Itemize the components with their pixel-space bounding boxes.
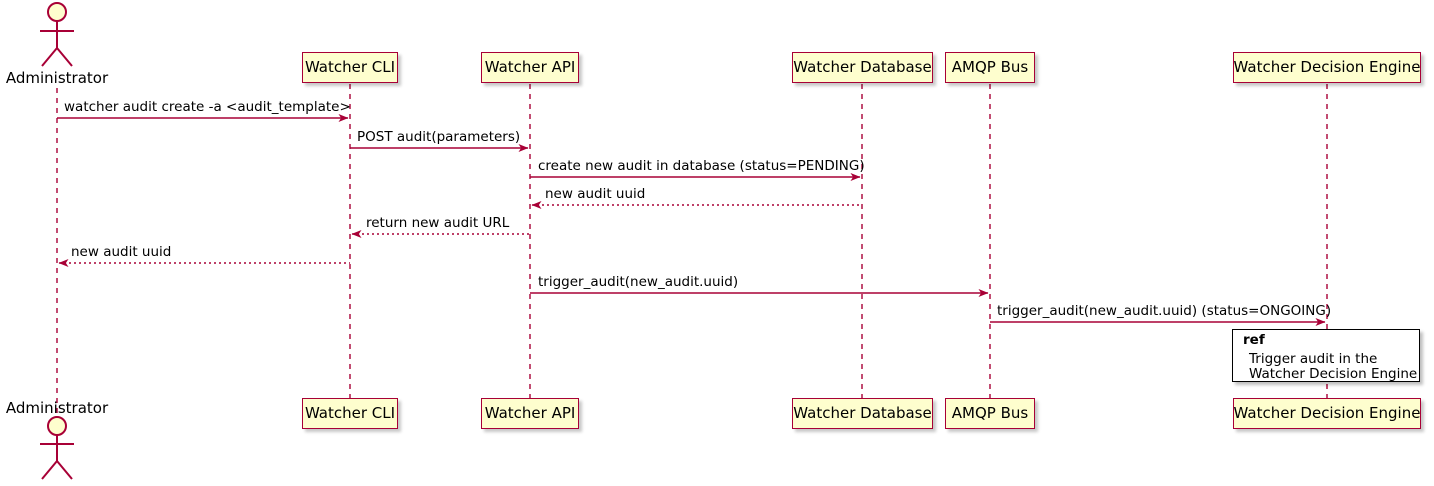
- message-label-watcher-audit-create: watcher audit create -a <audit_template>: [64, 99, 351, 115]
- message-label-new-audit-uuid-cli: new audit uuid: [71, 244, 172, 260]
- actor-figure-top: [40, 2, 74, 67]
- participant-watcher-cli-top[interactable]: Watcher CLI: [302, 52, 398, 83]
- ref-fragment-box: [1232, 329, 1420, 382]
- message-label-new-audit-uuid-db: new audit uuid: [545, 186, 646, 202]
- participant-amqp-bus-top[interactable]: AMQP Bus: [945, 52, 1035, 83]
- messages-group: [57, 114, 1326, 326]
- actor-label-administrator-bottom: Administrator: [5, 399, 109, 417]
- ref-fragment-text-line-2: Watcher Decision Engine: [1249, 366, 1418, 382]
- ref-fragment-tab-label: ref: [1243, 332, 1265, 348]
- message-label-trigger-audit-bus: trigger_audit(new_audit.uuid): [538, 274, 739, 290]
- message-label-create-new-audit: create new audit in database (status=PEN…: [538, 158, 865, 174]
- message-label-post-audit: POST audit(parameters): [357, 129, 521, 145]
- participant-watcher-cli-bottom[interactable]: Watcher CLI: [302, 398, 398, 429]
- lifelines-group: [56, 84, 1328, 414]
- participant-watcher-decision-engine-bottom[interactable]: Watcher Decision Engine: [1233, 398, 1421, 429]
- participant-watcher-api-bottom[interactable]: Watcher API: [481, 398, 579, 429]
- actor-label-administrator-top: Administrator: [5, 69, 109, 87]
- actor-figure-bottom: [40, 416, 74, 480]
- ref-fragment-text-line-1: Trigger audit in the: [1249, 351, 1378, 367]
- message-label-trigger-audit-engine: trigger_audit(new_audit.uuid) (status=ON…: [997, 303, 1332, 319]
- participant-watcher-database-bottom[interactable]: Watcher Database: [792, 398, 933, 429]
- participant-amqp-bus-bottom[interactable]: AMQP Bus: [945, 398, 1035, 429]
- participant-watcher-decision-engine-top[interactable]: Watcher Decision Engine: [1233, 52, 1421, 83]
- participant-watcher-api-top[interactable]: Watcher API: [481, 52, 579, 83]
- participant-watcher-database-top[interactable]: Watcher Database: [792, 52, 933, 83]
- message-label-return-new-audit-url: return new audit URL: [366, 215, 510, 231]
